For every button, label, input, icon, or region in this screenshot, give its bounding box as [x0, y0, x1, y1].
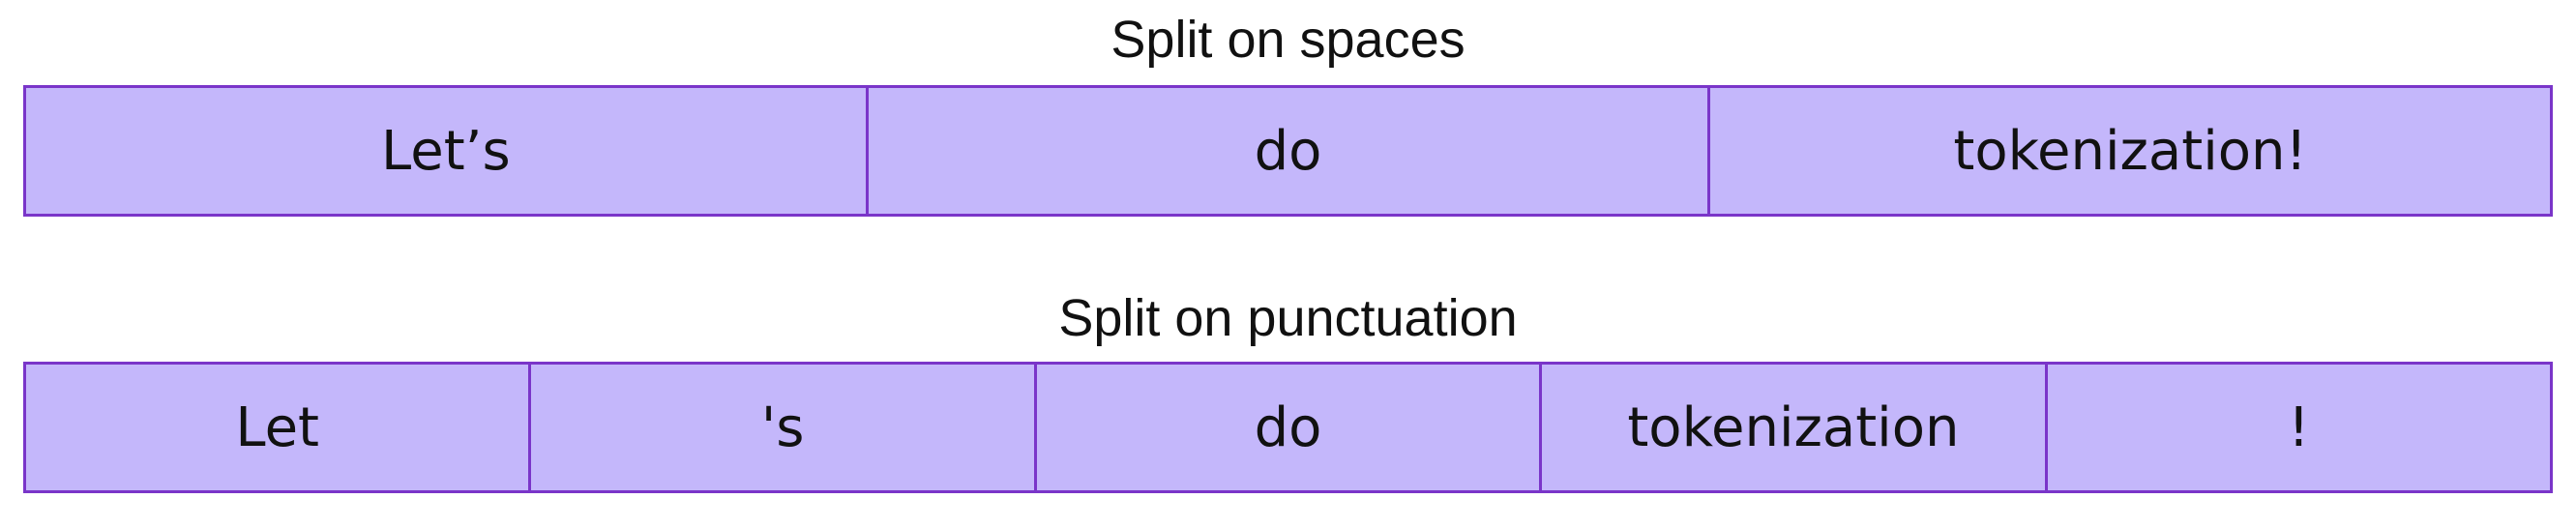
- token-box: 's: [528, 365, 1033, 490]
- split-on-spaces-title: Split on spaces: [1110, 11, 1466, 69]
- token-box: !: [2044, 365, 2550, 490]
- token-box: do: [1033, 365, 1539, 490]
- token-box: do: [865, 88, 1708, 214]
- spaces-token-row: Let’s do tokenization!: [23, 85, 2553, 217]
- split-on-punctuation-title: Split on punctuation: [1058, 289, 1518, 347]
- token-box: tokenization!: [1707, 88, 2550, 214]
- token-box: Let’s: [381, 119, 511, 183]
- token-box: tokenization: [1539, 365, 2044, 490]
- punctuation-token-row: Let 's do tokenization !: [23, 362, 2553, 493]
- token-box: Let: [235, 396, 320, 459]
